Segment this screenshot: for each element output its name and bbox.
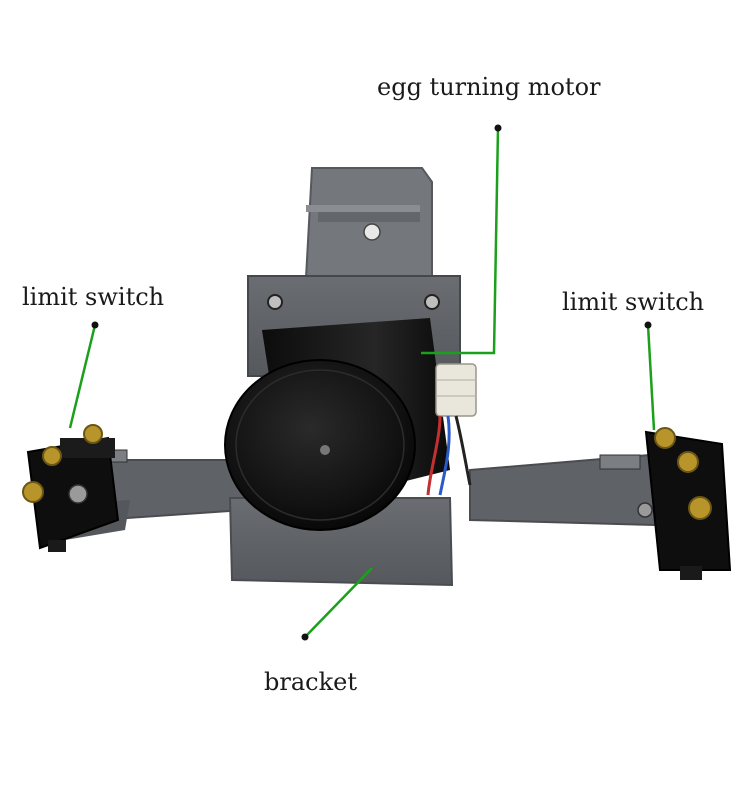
leader-dot-bracket — [301, 633, 309, 641]
leader-dot-limit-right — [644, 321, 652, 329]
leader-line-bracket — [304, 567, 373, 638]
upper-mount — [304, 167, 433, 291]
limit-switch-right — [644, 427, 732, 580]
leader-lines — [68, 124, 656, 641]
label-limit-switch-right: limit switch — [562, 288, 705, 316]
label-egg-turning-motor: egg turning motor — [377, 73, 601, 101]
leader-dot-motor — [494, 124, 502, 132]
leader-line-motor — [421, 127, 500, 355]
label-bracket: bracket — [264, 668, 357, 696]
leader-line-limit-left — [68, 324, 97, 429]
leader-dot-limit-left — [91, 321, 99, 329]
leader-line-limit-right — [646, 324, 656, 431]
motor-icon — [224, 318, 477, 531]
limit-switch-left — [22, 424, 120, 552]
label-limit-switch-left: limit switch — [22, 283, 165, 311]
